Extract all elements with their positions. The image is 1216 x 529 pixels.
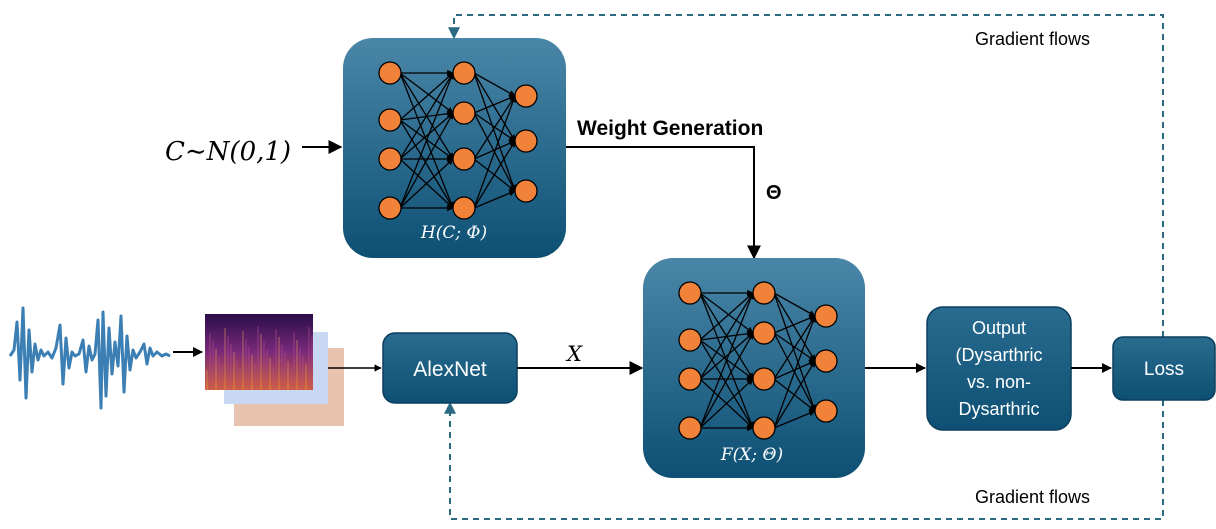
network-node [752,281,776,305]
network-edge [773,360,816,380]
network-edge [773,292,816,317]
network-edge [473,72,517,192]
network-node [514,179,538,203]
neural-network-icon [678,281,838,440]
network-node [752,367,776,391]
network-edge [399,72,454,160]
network-edge [399,72,454,121]
network-node [452,101,476,125]
network-edge [399,112,454,160]
network-node [514,129,538,153]
gradient-flow-top [448,14,1164,337]
mainnet-label: F(X; Θ) [720,445,783,465]
spectrogram-stack-icon [205,314,344,426]
network-edge [473,95,517,209]
network-edge [773,292,817,412]
network-node [678,281,702,305]
mainnet-block: F(X; Θ) [643,258,865,478]
network-edge [473,140,516,160]
network-edge [473,72,516,97]
network-edge [773,292,816,362]
gradient-flows-bottom-label: Gradient flows [975,487,1090,507]
network-node [378,196,402,220]
output-label-line3: vs. non- [967,372,1031,392]
network-node [814,399,838,423]
network-node [678,367,702,391]
network-node [452,147,476,171]
network-edge [473,95,516,114]
network-edge [473,140,516,209]
network-node [678,328,702,352]
network-edge [699,332,754,429]
network-edge [699,292,754,334]
output-label-line2: (Dysarthric [955,345,1042,365]
output-label-line4: Dysarthric [958,399,1039,419]
network-node [452,196,476,220]
network-edge [773,315,816,334]
network-edge [773,360,816,429]
network-edge [773,315,817,429]
network-node [678,416,702,440]
network-edge [773,410,816,429]
spectrogram-stripes [206,326,313,390]
loss-block: Loss [1112,336,1216,401]
network-node [378,147,402,171]
network-edge [473,190,516,209]
alexnet-label: AlexNet [413,358,487,381]
network-edge [473,72,516,142]
gradient-flows-top-label: Gradient flows [975,29,1090,49]
network-edge [773,315,816,380]
network-node [452,61,476,85]
neural-network-icon [378,61,538,220]
output-label-line1: Output [972,318,1026,338]
hypernetwork-label: H(C; Φ) [420,223,487,243]
network-node [378,61,402,85]
loss-label: Loss [1144,359,1184,380]
network-edge [699,292,754,380]
network-edge [699,378,754,429]
network-edge [399,72,454,114]
network-edge [399,72,454,209]
network-edge [699,332,754,380]
weight-generation-label: Weight Generation [577,117,763,140]
network-edge [399,119,454,209]
output-block: Output (Dysarthric vs. non- Dysarthric [926,306,1072,431]
network-edge [699,292,754,429]
weight-generation-arrow [566,146,761,260]
hypernetwork-block: H(C; Φ) [343,38,566,258]
network-node [514,84,538,108]
network-edge [699,292,754,341]
noise-input-label: C∼N(0,1) [165,137,291,167]
network-node [814,304,838,328]
audio-waveform-icon [8,306,171,410]
network-node [378,108,402,132]
network-node [752,321,776,345]
network-edge [399,112,454,209]
alexnet-block: AlexNet [382,332,518,404]
x-feature-label: X [565,342,583,366]
network-edge [473,95,516,160]
network-edge [699,339,754,429]
gradient-flow-bottom [444,400,1164,520]
theta-label: Θ [766,182,782,204]
network-node [752,416,776,440]
network-edge [399,158,454,209]
network-node [814,349,838,373]
